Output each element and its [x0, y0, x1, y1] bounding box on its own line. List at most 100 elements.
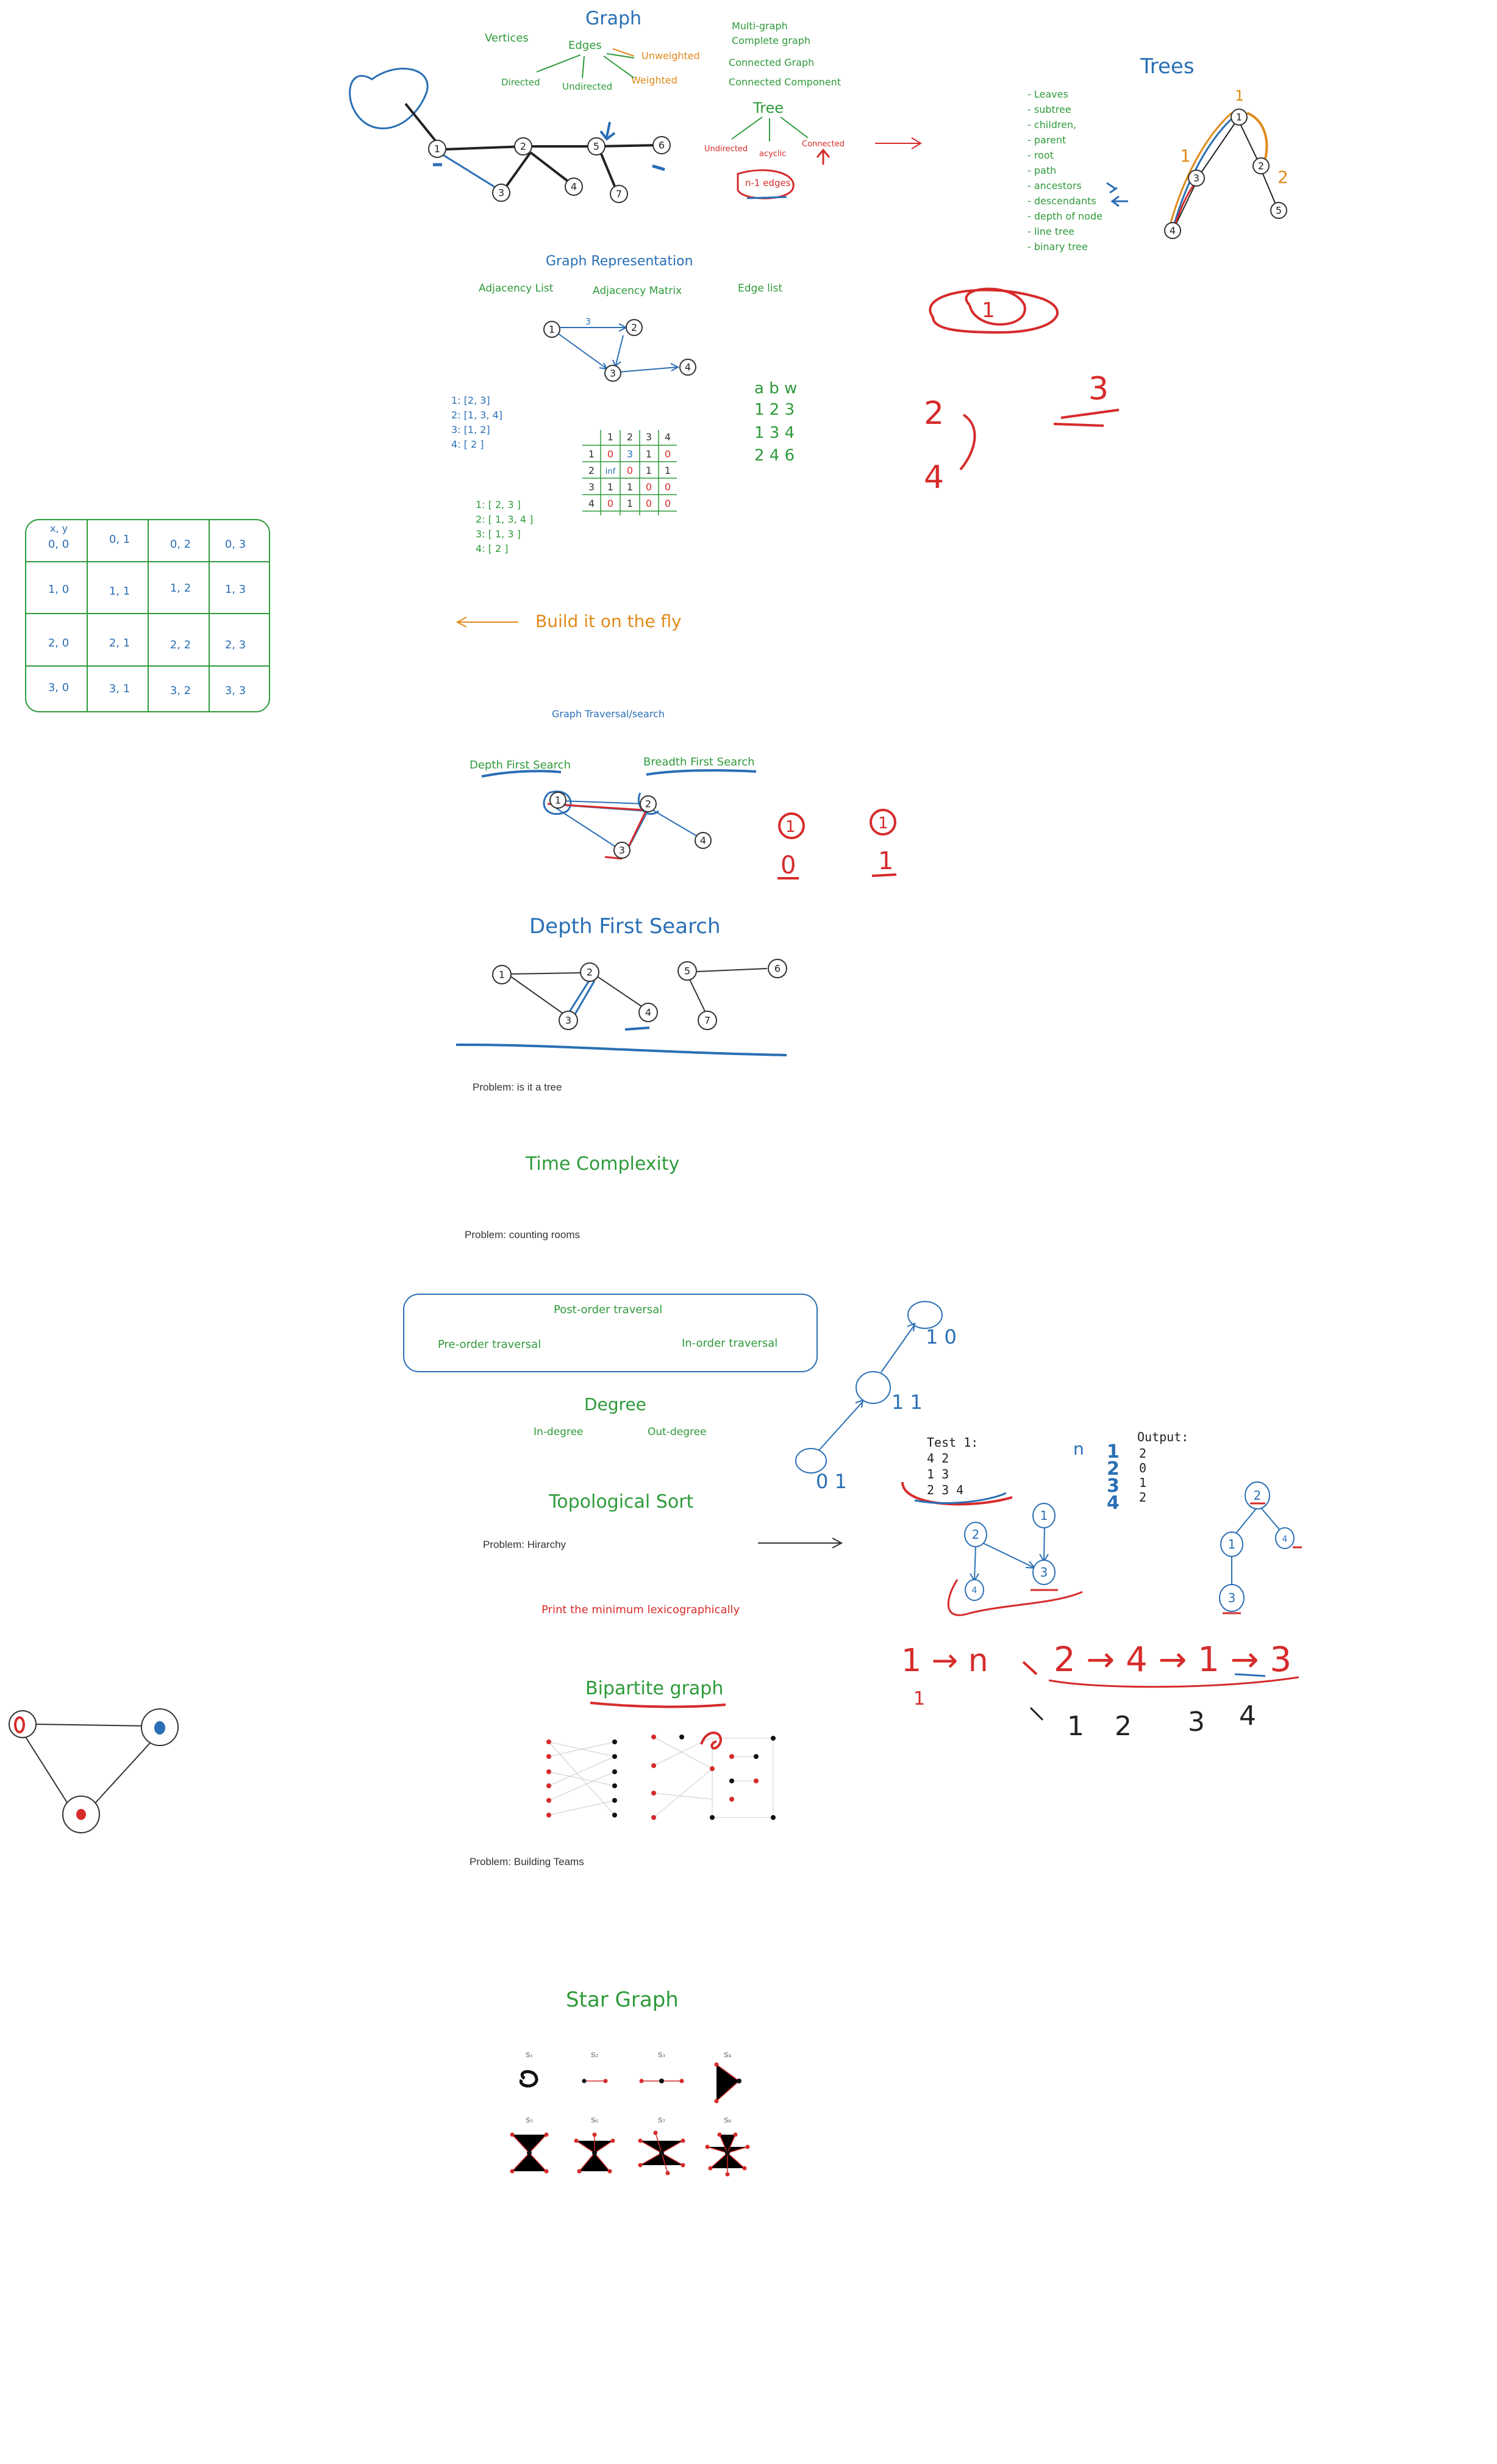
svg-text:3: 3 [588, 481, 595, 493]
output-title: Output: [1137, 1430, 1188, 1444]
svg-text:1 0: 1 0 [926, 1325, 957, 1348]
red-right-arrow [875, 137, 922, 149]
star-graph-section: Star Graph S₁ S₂ S₃ S₄ S₅ S₆ S₇ S₈ [510, 1988, 750, 2177]
time-complexity-title: Time Complexity [525, 1153, 679, 1175]
svg-text:3, 2: 3, 2 [170, 684, 191, 697]
svg-text:0: 0 [646, 498, 652, 509]
svg-text:4: 4 [1107, 1492, 1120, 1514]
svg-text:2: 2 [1139, 1490, 1146, 1505]
svg-text:1: 1 [1236, 112, 1242, 123]
traversal-title: Graph Traversal/search [552, 708, 665, 720]
svg-text:6: 6 [659, 140, 665, 151]
unweighted-label: Unweighted [641, 50, 700, 62]
adj-list-2-row-2: 3: [ 1, 3 ] [476, 528, 521, 540]
svg-text:3, 1: 3, 1 [109, 682, 130, 695]
edge-list-row-2: 1 3 4 [754, 424, 795, 442]
svg-text:3: 3 [619, 845, 625, 856]
trees-title: Trees [1140, 54, 1195, 79]
svg-text:4: 4 [685, 362, 691, 373]
graph-title: Graph [585, 8, 641, 29]
edges-label: Edges [568, 39, 602, 52]
graph-kind-0: Multi-graph [732, 20, 788, 32]
svg-text:inf: inf [606, 467, 616, 476]
red-up-arrow [816, 148, 831, 165]
traversal-dfs: Depth First Search [470, 759, 571, 772]
svg-text:2, 1: 2, 1 [109, 637, 130, 650]
svg-text:4: 4 [645, 1007, 651, 1019]
post-order-label: Post-order traversal [554, 1303, 662, 1316]
svg-text:4 2: 4 2 [927, 1451, 949, 1466]
svg-text:S₄: S₄ [724, 2051, 732, 2059]
time-complexity-problem: Problem: counting rooms [465, 1229, 580, 1241]
svg-text:S₆: S₆ [591, 2116, 599, 2124]
adj-matrix-label: Adjacency Matrix [593, 285, 682, 297]
svg-text:1, 1: 1, 1 [109, 585, 130, 598]
bipartite-title: Bipartite graph [585, 1678, 723, 1699]
bipartite-problem: Problem: Building Teams [470, 1856, 584, 1868]
svg-text:1: 1 [1180, 146, 1191, 166]
svg-text:1: 1 [1228, 1537, 1236, 1552]
graph-kind-1: Complete graph [732, 35, 810, 46]
svg-text:S₂: S₂ [591, 2051, 598, 2059]
weighted-label: Weighted [631, 74, 677, 86]
svg-text:2: 2 [587, 967, 593, 978]
svg-text:1: 1 [627, 498, 633, 509]
svg-text:4: 4 [1239, 1700, 1256, 1732]
svg-text:0, 2: 0, 2 [170, 538, 191, 551]
svg-text:1: 1 [913, 1688, 925, 1710]
tree-term-3: - parent [1027, 134, 1066, 146]
svg-text:1: 1 [646, 465, 652, 476]
tree-acyclic: acyclic [759, 149, 786, 159]
tree-term-6: - ancestors [1027, 180, 1082, 192]
svg-text:2: 2 [627, 431, 633, 443]
svg-text:S₃: S₃ [658, 2051, 665, 2059]
tree-term-9: - line tree [1027, 226, 1074, 237]
svg-text:1: 1 [982, 298, 995, 323]
svg-text:1: 1 [1139, 1475, 1146, 1490]
n-edges-underline [746, 196, 787, 199]
svg-text:0: 0 [646, 481, 652, 493]
svg-text:1: 1 [588, 448, 595, 460]
svg-text:2: 2 [645, 798, 651, 810]
edge-weight-label: 3 [585, 317, 591, 327]
svg-text:2: 2 [1115, 1711, 1132, 1742]
svg-text:4: 4 [665, 431, 671, 443]
edge-list-label: Edge list [738, 282, 782, 295]
svg-text:2: 2 [588, 465, 595, 476]
chain-tree: 1 0 1 1 0 1 [795, 1301, 957, 1493]
svg-text:3: 3 [1088, 371, 1109, 407]
representation-section: Graph Representation Adjacency List Adja… [451, 254, 797, 554]
unweighted-arrow [612, 48, 635, 57]
svg-text:1: 1 [499, 969, 505, 981]
svg-text:4: 4 [1282, 1535, 1288, 1544]
svg-text:1: 1 [785, 818, 796, 836]
svg-text:4: 4 [571, 181, 577, 193]
adj-list-2-row-1: 2: [ 1, 3, 4 ] [476, 514, 533, 525]
svg-text:1, 3: 1, 3 [225, 583, 246, 596]
svg-text:1: 1 [434, 143, 440, 155]
tree-term-10: - binary tree [1027, 241, 1088, 252]
svg-text:1: 1 [607, 481, 613, 493]
svg-text:1, 2: 1, 2 [170, 582, 191, 595]
tree-term-2: - children, [1027, 119, 1076, 131]
svg-text:2: 2 [631, 322, 637, 334]
svg-text:4: 4 [588, 498, 595, 509]
svg-text:0: 0 [665, 448, 671, 460]
svg-text:0: 0 [627, 465, 633, 476]
graph-kind-3: Connected Component [729, 76, 841, 88]
edge-list-row-3: 2 4 6 [754, 446, 795, 465]
svg-text:2: 2 [1107, 1458, 1120, 1480]
svg-text:4: 4 [924, 459, 944, 496]
svg-text:2: 2 [972, 1527, 980, 1542]
adj-list-2-row-0: 1: [ 2, 3 ] [476, 499, 521, 510]
triangle-graph [9, 1708, 179, 1833]
tree-term-5: - path [1027, 165, 1056, 176]
edges-branch-lines [536, 53, 635, 79]
tree-traversals-box: Post-order traversal Pre-order traversal… [403, 1294, 818, 1372]
svg-text:1: 1 [1040, 1508, 1048, 1523]
self-loop [349, 68, 429, 129]
svg-text:3: 3 [610, 368, 616, 379]
svg-text:0 1: 0 1 [816, 1470, 847, 1493]
graph-nodes: 1 2 3 4 5 6 7 [428, 136, 671, 203]
